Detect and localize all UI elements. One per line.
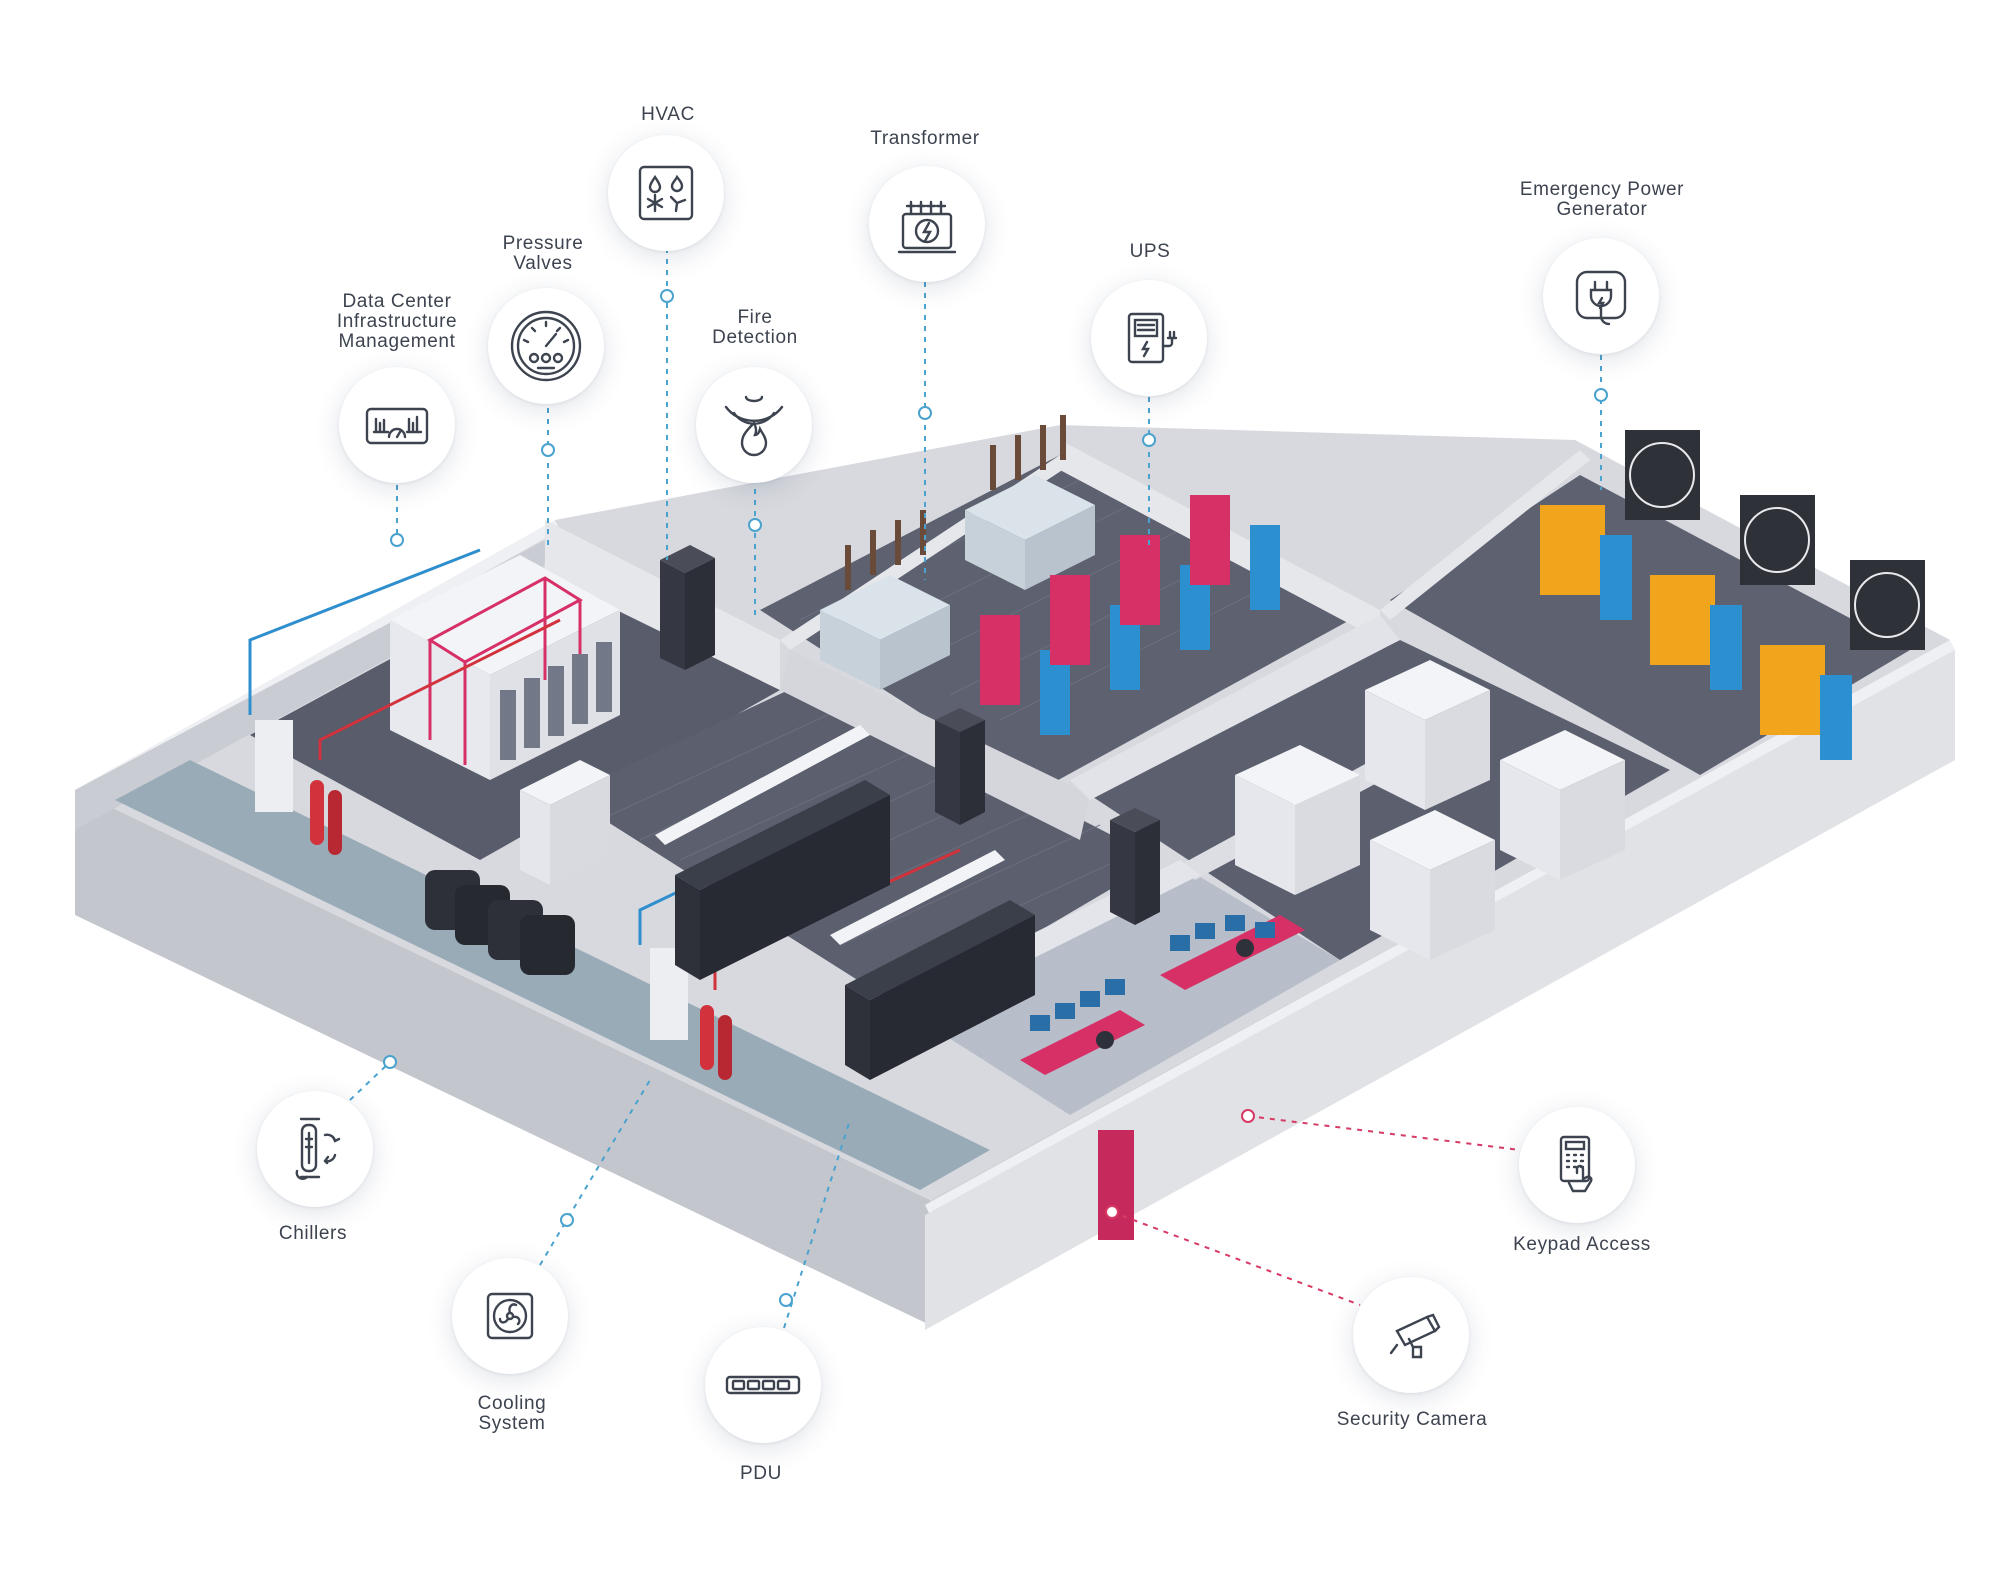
pressure-gauge-icon	[510, 310, 582, 382]
fan-icon	[486, 1292, 534, 1340]
control-desks	[1020, 915, 1305, 1075]
connector-lines	[349, 248, 1602, 1329]
containment-racks	[390, 555, 620, 885]
connector-endpoints	[383, 289, 1608, 1307]
power-plug-icon	[1575, 270, 1627, 326]
bubble-camera	[1353, 1277, 1469, 1393]
hvac-unit	[660, 545, 715, 670]
bubble-pressure-valves	[488, 288, 604, 404]
bubble-ups	[1091, 280, 1207, 396]
bubble-keypad	[1519, 1107, 1635, 1223]
bubble-chillers	[257, 1091, 373, 1207]
server-racks	[655, 725, 1035, 1080]
entrance-door	[1098, 1130, 1134, 1240]
label-fire-detection: Fire Detection	[712, 307, 798, 348]
bubble-pdu	[705, 1327, 821, 1443]
storage-cabinets	[1235, 660, 1625, 960]
label-chillers: Chillers	[278, 1223, 348, 1244]
hvac-unit-icon	[638, 165, 694, 221]
thermometer-arrows-icon	[295, 1117, 341, 1180]
label-generator: Emergency Power Generator	[1519, 179, 1685, 220]
label-cooling: Cooling System	[477, 1393, 547, 1434]
dashboard-gauge-icon	[365, 407, 429, 445]
generators	[1540, 430, 1925, 760]
keypad-hand-icon	[1559, 1135, 1593, 1193]
bubble-transformer	[869, 166, 985, 282]
bubble-dcim	[339, 367, 455, 483]
pdu-towers	[935, 708, 1160, 925]
ups-battery-icon	[1127, 312, 1178, 364]
label-dcim: Data Center Infrastructure Management	[336, 291, 458, 352]
cctv-camera-icon	[1389, 1313, 1441, 1359]
label-hvac: HVAC	[641, 104, 695, 125]
transformer-icon	[897, 200, 957, 254]
label-camera: Security Camera	[1336, 1409, 1488, 1430]
transformers	[820, 415, 1095, 690]
bubble-generator	[1543, 238, 1659, 354]
label-keypad: Keypad Access	[1513, 1234, 1651, 1255]
label-ups: UPS	[1129, 241, 1171, 262]
label-pdu: PDU	[740, 1463, 782, 1484]
bubble-hvac	[608, 135, 724, 251]
bubble-cooling	[452, 1258, 568, 1374]
fire-sensor-icon	[724, 395, 784, 457]
bubble-fire-detection	[696, 367, 812, 483]
ups-cabinets	[980, 495, 1280, 735]
label-transformer: Transformer	[870, 128, 980, 149]
power-strip-icon	[725, 1375, 801, 1395]
chiller-units	[425, 870, 575, 975]
label-pressure-valves: Pressure Valves	[502, 233, 584, 274]
